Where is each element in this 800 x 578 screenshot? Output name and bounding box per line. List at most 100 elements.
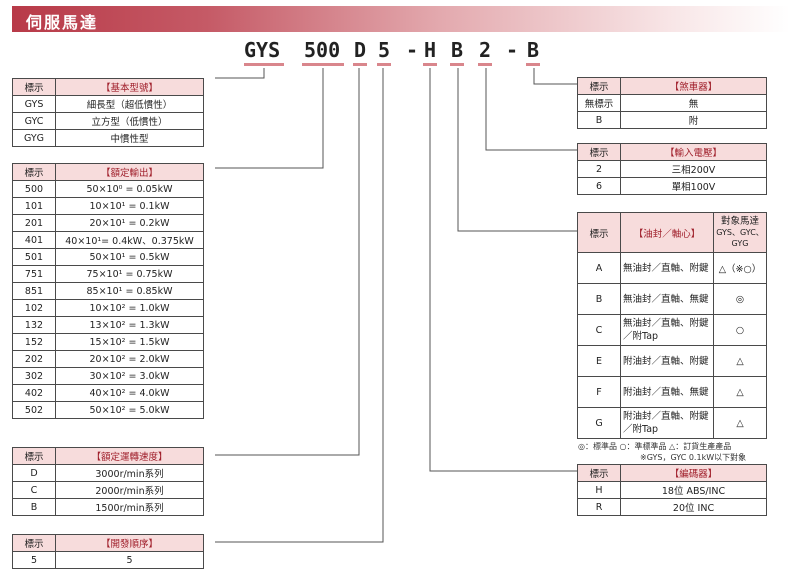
mark-cell: △（※○） — [713, 252, 767, 284]
table-header-row: 標示 【基本型號】 — [12, 78, 204, 96]
desc-cell: 附油封／直軸、附鍵／附Tap — [620, 407, 714, 439]
code-cell: GYC — [12, 112, 56, 130]
code-cell: 202 — [12, 350, 56, 368]
desc-cell: 細長型（超低慣性） — [55, 95, 204, 113]
code-cell: 401 — [12, 231, 56, 249]
value-cell: 5 — [55, 551, 204, 569]
value-cell: 50×10⁰ = 0.05kW — [55, 180, 204, 198]
table-row: 無標示無 — [577, 94, 767, 112]
desc-cell: 無油封／直軸、附鍵 — [620, 252, 714, 284]
mark-cell: △ — [713, 376, 767, 408]
code-h: H — [424, 38, 437, 62]
code-gys: GYS — [244, 38, 281, 62]
header-cell: 【基本型號】 — [55, 78, 204, 96]
desc-cell: 中慣性型 — [55, 129, 204, 147]
header-cell: 【油封／軸心】 — [620, 212, 714, 253]
code-cell: 132 — [12, 316, 56, 334]
code-cell: 751 — [12, 265, 56, 283]
code-cell: B — [12, 498, 56, 516]
value-cell: 40×10¹= 0.4kW、0.375kW — [55, 231, 204, 249]
code-cell: B — [577, 111, 621, 129]
code-cell: 152 — [12, 333, 56, 351]
code-cell: R — [577, 498, 621, 516]
value-cell: 40×10² = 4.0kW — [55, 384, 204, 402]
leader-dev-order — [215, 68, 384, 543]
code-cell: 201 — [12, 214, 56, 232]
value-cell: 50×10² = 5.0kW — [55, 401, 204, 419]
underline-h — [423, 63, 437, 66]
value-cell: 85×10¹ = 0.85kW — [55, 282, 204, 300]
table-header-row: 標示 【輸入電壓】 — [577, 143, 767, 161]
code-cell: 6 — [577, 177, 621, 195]
header-cell: 標示 — [12, 447, 56, 465]
code-cell: 無標示 — [577, 94, 621, 112]
header-cell: 【煞車器】 — [620, 77, 767, 95]
header-cell: 標示 — [577, 212, 621, 253]
code-cell: GYS — [12, 95, 56, 113]
code-cell: C — [12, 481, 56, 499]
header-cell: 【開發順序】 — [55, 534, 204, 552]
leader-brake — [533, 68, 577, 85]
underline-speed — [353, 63, 367, 66]
page-title: 伺服馬達 — [26, 13, 99, 32]
header-cell: 標示 — [577, 77, 621, 95]
underline-two — [478, 63, 492, 66]
value-cell: 附 — [620, 111, 767, 129]
leader-shaft — [457, 68, 577, 232]
code-two: 2 — [479, 38, 492, 62]
code-dev: 5 — [378, 38, 391, 62]
table-header-row: 標示 【油封／軸心】 對象馬達 GYS、GYC、GYG — [577, 212, 767, 253]
value-cell: 10×10² = 1.0kW — [55, 299, 204, 317]
value-cell: 15×10² = 1.5kW — [55, 333, 204, 351]
desc-cell: 立方型（低慣性） — [55, 112, 204, 130]
code-cell: 501 — [12, 248, 56, 266]
model-code: GYS 500 D 5 - H B 2 - B — [244, 38, 604, 66]
value-cell: 20位 INC — [620, 498, 767, 516]
code-cell: 102 — [12, 299, 56, 317]
header-cell: 【額定運轉速度】 — [55, 447, 204, 465]
value-cell: 75×10¹ = 0.75kW — [55, 265, 204, 283]
header-cell: 標示 — [577, 143, 621, 161]
table-header-row: 標示 【煞車器】 — [577, 77, 767, 95]
target-motor-label: 對象馬達 — [720, 216, 759, 227]
code-cell: 500 — [12, 180, 56, 198]
code-dash-1: - — [406, 38, 419, 62]
value-cell: 1500r/min系列 — [55, 498, 204, 516]
underline-capacity — [302, 63, 344, 66]
code-cell: C — [577, 314, 621, 346]
desc-cell: 附油封／直軸、無鍵 — [620, 376, 714, 408]
code-cell: GYG — [12, 129, 56, 147]
code-speed: D — [354, 38, 367, 62]
code-cell: F — [577, 376, 621, 408]
value-cell: 18位 ABS/INC — [620, 481, 767, 499]
title-banner: 伺服馬達 — [12, 6, 790, 32]
code-cell: H — [577, 481, 621, 499]
underline-b2 — [526, 63, 540, 66]
code-dash-2: - — [506, 38, 519, 62]
value-cell: 50×10¹ = 0.5kW — [55, 248, 204, 266]
value-cell: 30×10² = 3.0kW — [55, 367, 204, 385]
